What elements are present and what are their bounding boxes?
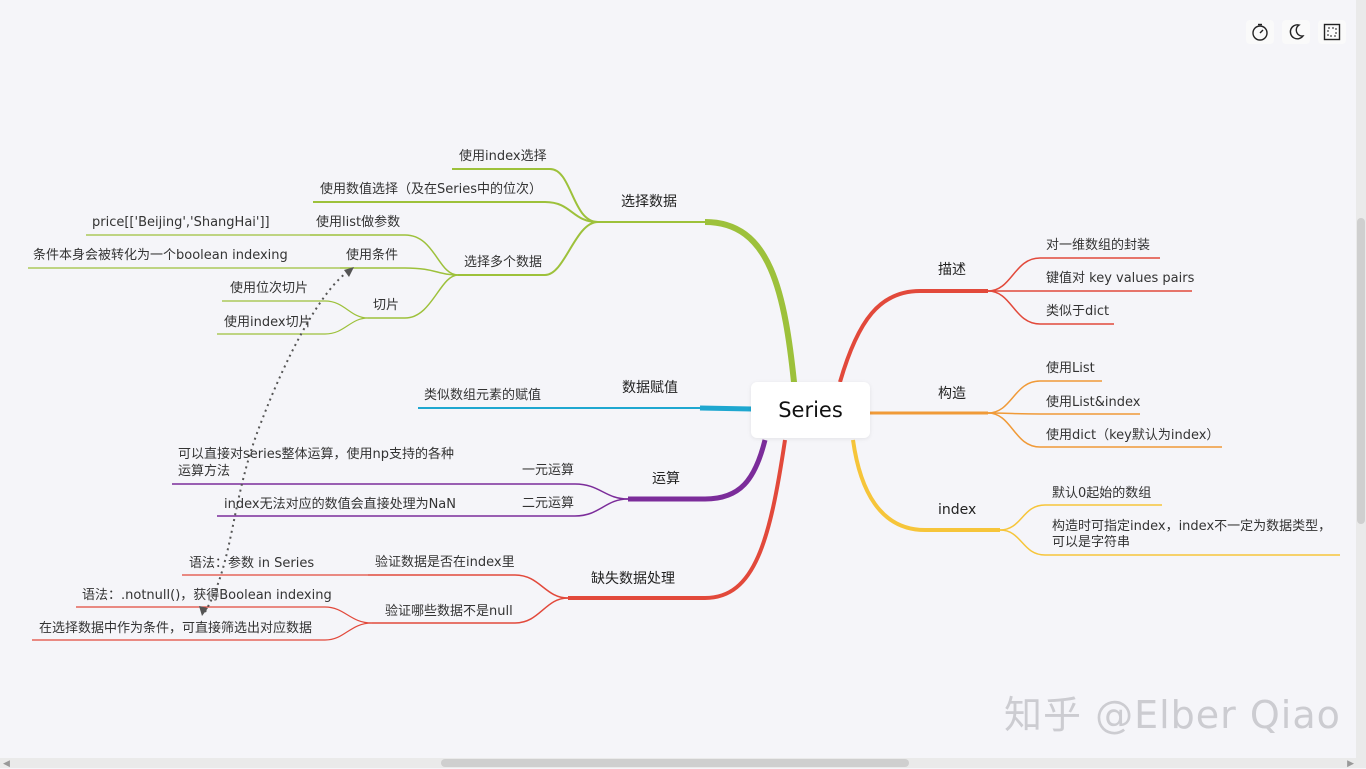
vertical-scroll-thumb[interactable] bbox=[1357, 218, 1365, 524]
timer-icon[interactable] bbox=[1246, 20, 1274, 44]
node-unary-note-1[interactable]: 可以直接对series整体运算，使用np支持的各种 bbox=[178, 446, 454, 462]
node-notnull-use[interactable]: 在选择数据中作为条件，可直接筛选出对应数据 bbox=[39, 620, 312, 636]
node-missing[interactable]: 缺失数据处理 bbox=[591, 571, 675, 587]
node-binary-note[interactable]: index无法对应的数值会直接处理为NaN bbox=[224, 496, 456, 512]
node-select-data[interactable]: 选择数据 bbox=[621, 194, 677, 210]
node-cons-1[interactable]: 使用List bbox=[1046, 360, 1095, 376]
node-use-list-param[interactable]: 使用list做参数 bbox=[316, 214, 400, 230]
node-list-example[interactable]: price[['Beijing','ShangHai']] bbox=[92, 215, 270, 230]
node-select-by-index[interactable]: 使用index选择 bbox=[459, 148, 547, 164]
link-arrowtail bbox=[199, 606, 208, 616]
toolbar bbox=[1246, 20, 1346, 44]
node-select-multi[interactable]: 选择多个数据 bbox=[464, 254, 542, 270]
branch-describe bbox=[838, 257, 1192, 383]
node-unary-note-2[interactable]: 运算方法 bbox=[178, 463, 230, 479]
horizontal-scrollbar[interactable]: ◀ ▶ bbox=[0, 758, 1366, 768]
node-describe[interactable]: 描述 bbox=[938, 262, 966, 278]
node-desc-2[interactable]: 键值对 key values pairs bbox=[1046, 270, 1195, 286]
branch-select-data bbox=[28, 168, 798, 393]
scroll-right-icon[interactable]: ▶ bbox=[1347, 758, 1354, 768]
node-check-notnull[interactable]: 验证哪些数据不是null bbox=[385, 603, 513, 619]
fullscreen-icon[interactable] bbox=[1318, 20, 1346, 44]
node-slice-position[interactable]: 使用位次切片 bbox=[230, 280, 308, 296]
branch-missing bbox=[32, 439, 787, 641]
branch-construct bbox=[870, 380, 1222, 448]
branch-index bbox=[851, 439, 1340, 556]
root-node[interactable]: Series bbox=[751, 382, 870, 438]
node-desc-1[interactable]: 对一维数组的封装 bbox=[1046, 237, 1150, 253]
node-ops[interactable]: 运算 bbox=[652, 471, 680, 487]
node-index-1[interactable]: 默认0起始的数组 bbox=[1052, 485, 1151, 501]
node-index[interactable]: index bbox=[938, 502, 976, 518]
node-unary[interactable]: 一元运算 bbox=[522, 463, 574, 478]
node-desc-3[interactable]: 类似于dict bbox=[1046, 304, 1109, 319]
node-assign-note[interactable]: 类似数组元素的赋值 bbox=[424, 387, 541, 403]
node-check-in-index[interactable]: 验证数据是否在index里 bbox=[375, 554, 515, 570]
node-binary[interactable]: 二元运算 bbox=[522, 496, 574, 511]
scroll-left-icon[interactable]: ◀ bbox=[3, 758, 10, 768]
node-index-2a[interactable]: 构造时可指定index，index不一定为数据类型， bbox=[1052, 519, 1331, 534]
node-check-syntax[interactable]: 语法：参数 in Series bbox=[189, 555, 314, 571]
node-select-by-value[interactable]: 使用数值选择（及在Series中的位次） bbox=[320, 181, 542, 197]
node-construct[interactable]: 构造 bbox=[938, 386, 966, 402]
node-index-2b[interactable]: 可以是字符串 bbox=[1052, 534, 1130, 550]
vertical-scrollbar[interactable] bbox=[1356, 0, 1366, 758]
link-arrowhead bbox=[344, 267, 354, 277]
moon-icon[interactable] bbox=[1282, 20, 1310, 44]
node-assign[interactable]: 数据赋值 bbox=[622, 380, 678, 396]
branch-ops bbox=[172, 439, 768, 517]
node-notnull-syntax[interactable]: 语法：.notnull()，获得Boolean indexing bbox=[82, 587, 332, 603]
horizontal-scroll-thumb[interactable] bbox=[441, 759, 909, 767]
node-slice[interactable]: 切片 bbox=[373, 298, 399, 313]
node-use-condition[interactable]: 使用条件 bbox=[346, 247, 398, 263]
watermark: 知乎 @Elber Qiao bbox=[1004, 693, 1341, 737]
dotted-link bbox=[199, 267, 354, 616]
branch-assign bbox=[418, 405, 753, 412]
node-condition-note[interactable]: 条件本身会被转化为一个boolean indexing bbox=[33, 247, 288, 263]
node-cons-3[interactable]: 使用dict（key默认为index） bbox=[1046, 427, 1219, 443]
node-cons-2[interactable]: 使用List&index bbox=[1046, 394, 1141, 410]
node-slice-index[interactable]: 使用index切片 bbox=[224, 314, 312, 330]
